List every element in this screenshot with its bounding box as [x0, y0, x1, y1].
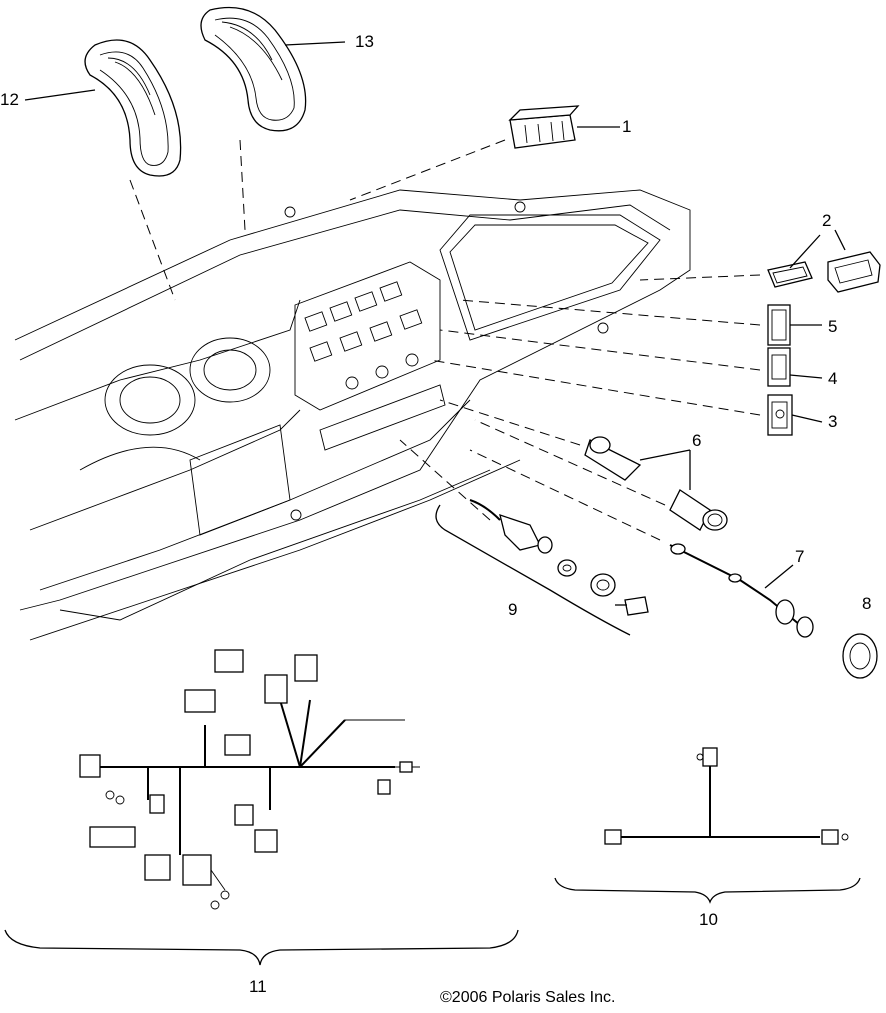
- part-7-cable: [669, 543, 814, 638]
- part-5-plate: [767, 304, 791, 346]
- callout-7: 7: [795, 547, 805, 566]
- callout-9: 9: [508, 600, 518, 619]
- callout-10: 10: [699, 910, 718, 929]
- part-12-handle: [84, 39, 182, 177]
- dashboard-panel: [14, 189, 691, 641]
- callout-leaders: [24, 41, 846, 589]
- part-13-handle: [200, 6, 307, 132]
- part-10-harness: [604, 747, 849, 845]
- part-6-outlet: [584, 436, 728, 531]
- part-11-harness: [79, 649, 420, 910]
- part-8-grommet: [842, 633, 878, 679]
- callout-12: 12: [0, 90, 19, 109]
- part-4-switch: [767, 347, 791, 387]
- part-2-covers: [767, 251, 881, 293]
- callout-2: 2: [822, 211, 832, 230]
- callout-8: 8: [862, 594, 872, 613]
- part-3-switch: [767, 394, 793, 436]
- copyright-notice: ©2006 Polaris Sales Inc.: [440, 989, 616, 1006]
- callout-11: 11: [249, 977, 267, 996]
- callout-13: 13: [355, 32, 374, 51]
- callout-3: 3: [828, 412, 838, 431]
- part-9-ignition-kit: [469, 499, 649, 616]
- callout-5: 5: [828, 317, 838, 336]
- callout-1: 1: [622, 117, 632, 136]
- part-1-connector: [508, 105, 580, 149]
- callout-6: 6: [692, 431, 702, 450]
- callout-4: 4: [828, 369, 838, 388]
